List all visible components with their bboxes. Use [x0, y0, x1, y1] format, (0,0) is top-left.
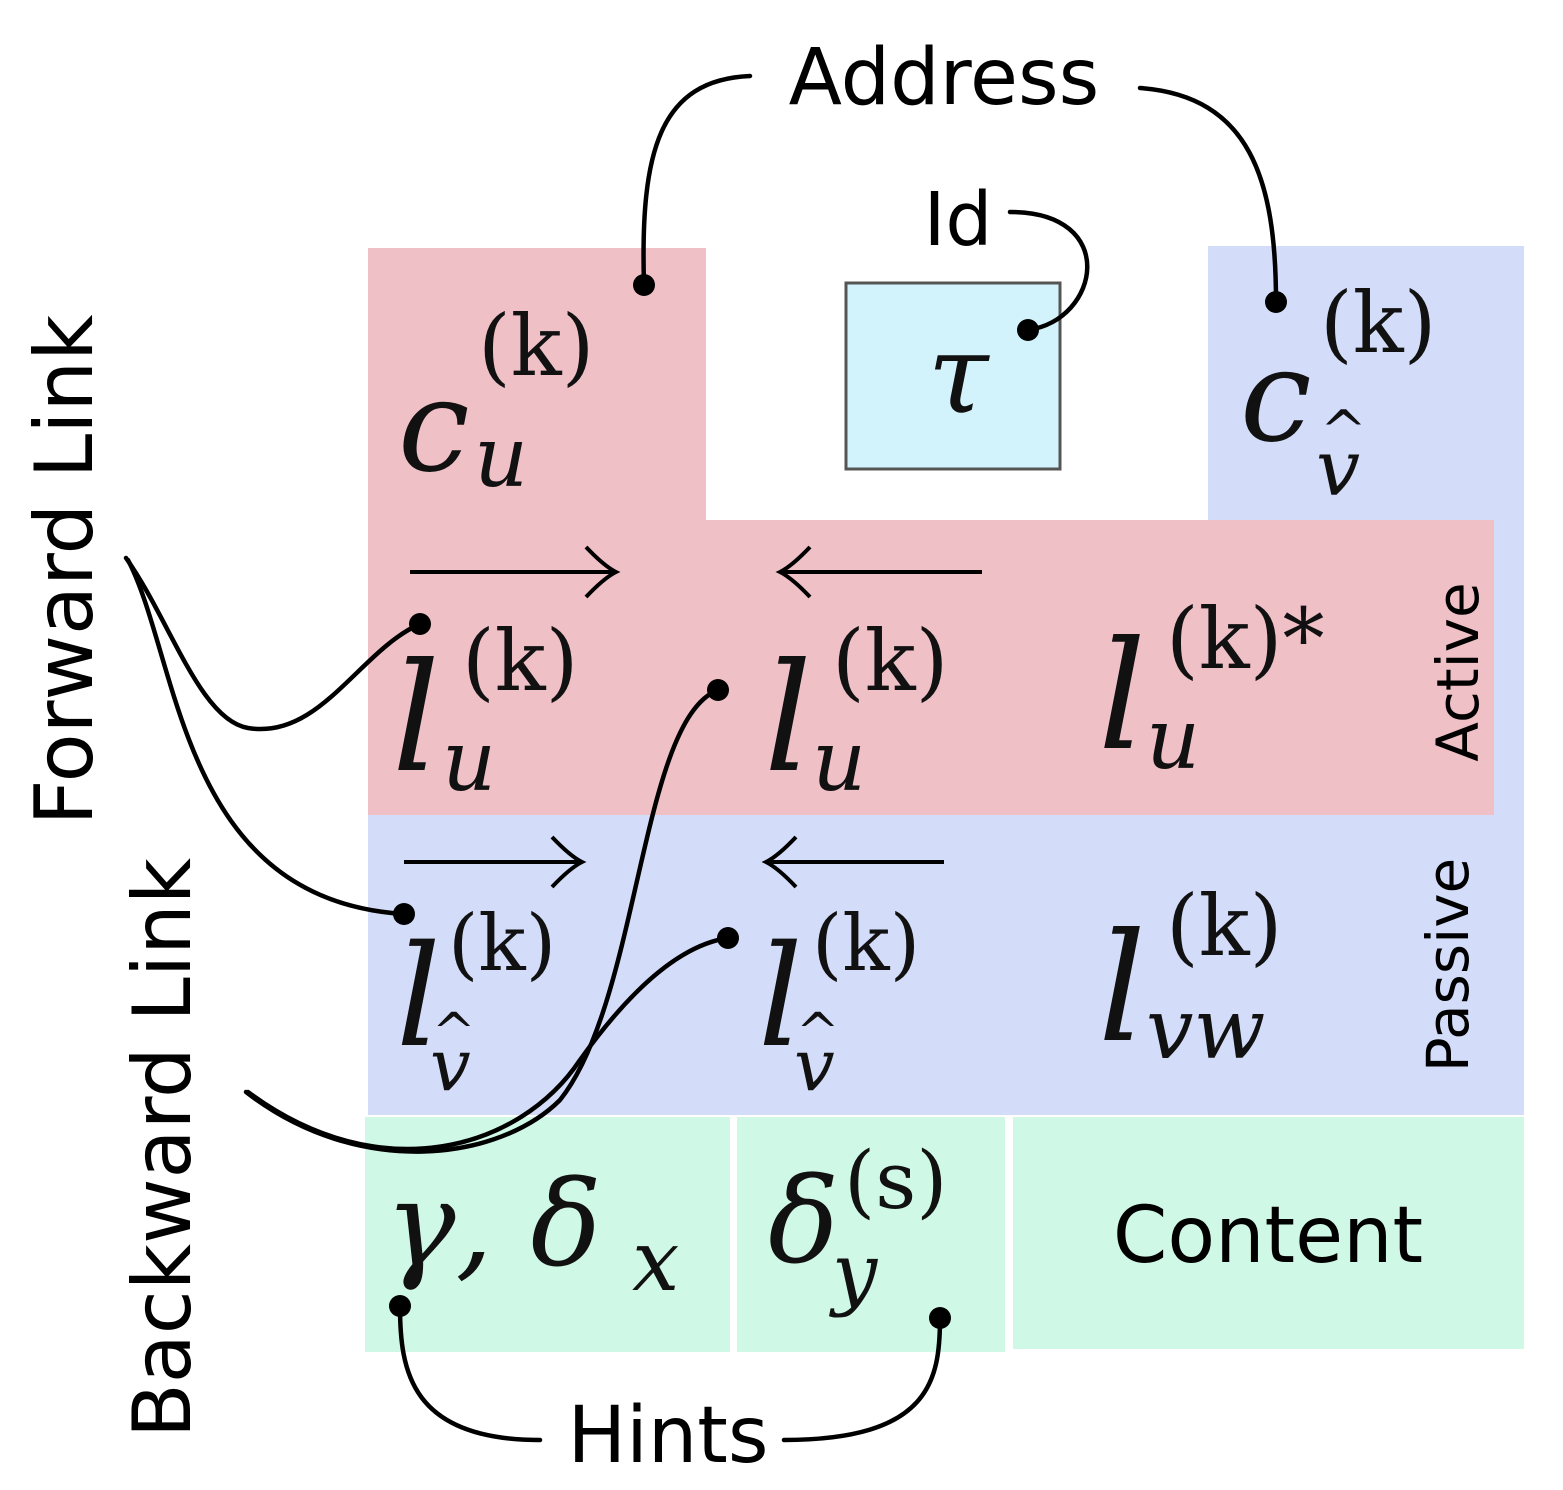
hint-gamma-delta-x-cell: γ, δ x — [385, 1155, 679, 1310]
forward-link-to-active-connector — [123, 555, 423, 732]
right-arrow-icon — [404, 835, 587, 889]
address-u-cell: c u (k) — [398, 297, 594, 506]
content-region — [1013, 1117, 1524, 1349]
address-label: Address — [789, 33, 1100, 123]
l-u-star-superscript: (k)* — [1166, 590, 1324, 688]
c-u-subscript: u — [474, 408, 528, 506]
right-arrow-icon — [410, 545, 621, 599]
backward-link-label: Backward Link — [116, 857, 209, 1438]
dot-c-v — [1265, 291, 1287, 313]
c-v-subscript: v — [1316, 424, 1360, 514]
tau-symbol: τ — [928, 310, 991, 438]
l-v-bwd-hat: ^ — [796, 1003, 840, 1063]
l-vw-subscript: vw — [1146, 980, 1265, 1078]
passive-region — [368, 815, 1524, 1115]
l-vw-base: l — [1098, 902, 1146, 1076]
dot-l-u-bwd — [707, 679, 729, 701]
id-to-tau-connector — [1007, 209, 1090, 333]
dot-delta-y — [929, 1307, 951, 1329]
hints-region-right — [737, 1117, 1005, 1352]
hints-to-delta-y-connector — [781, 1315, 943, 1443]
forward-link-to-passive-connector — [125, 557, 407, 917]
hint-delta-y-cell: δ y (s) — [768, 1134, 947, 1319]
id-box — [844, 281, 1062, 471]
l-v-bwd-base: l — [758, 916, 803, 1079]
c-v-hat: ^ — [1320, 399, 1367, 464]
l-u-star-base: l — [1098, 610, 1146, 784]
c-u-superscript: (k) — [478, 297, 594, 395]
address-to-c-v-connector — [1137, 85, 1279, 305]
gamma-delta-symbols: γ, δ — [385, 1155, 602, 1293]
l-v-fwd-subscript: v — [430, 1023, 471, 1107]
hints-label: Hints — [568, 1391, 769, 1481]
c-u-base: c — [398, 352, 470, 501]
l-u-bwd-base: l — [764, 632, 812, 806]
l-u-bwd-subscript: u — [812, 712, 866, 810]
active-backward-link-cell: l u (k) — [764, 545, 982, 810]
address-v-cell: c v ^ (k) — [1240, 274, 1436, 514]
l-vw-superscript: (k) — [1166, 877, 1282, 975]
dot-l-v-bwd — [717, 927, 739, 949]
dot-tau — [1017, 319, 1039, 341]
content-label: Content — [1113, 1191, 1423, 1281]
delta-y-superscript: (s) — [844, 1134, 947, 1227]
c-v-superscript: (k) — [1320, 274, 1436, 372]
active-region — [368, 248, 1494, 815]
hints-region-left — [365, 1117, 730, 1352]
connectors — [123, 73, 1279, 1443]
dot-c-u — [633, 274, 655, 296]
address-to-c-u-connector — [641, 73, 753, 288]
active-own-link-cell: l u (k)* — [1098, 590, 1324, 788]
l-u-fwd-subscript: u — [442, 712, 496, 810]
dot-l-u-fwd — [409, 613, 431, 635]
active-label: Active — [1424, 582, 1492, 761]
l-u-bwd-superscript: (k) — [832, 612, 948, 710]
id-label: Id — [924, 177, 993, 263]
passive-own-link-cell: l vw (k) — [1098, 877, 1282, 1078]
address-v-region — [1208, 246, 1524, 520]
l-u-star-subscript: u — [1146, 690, 1200, 788]
l-v-fwd-base: l — [396, 916, 441, 1079]
left-arrow-icon — [761, 835, 944, 889]
passive-label: Passive — [1414, 858, 1482, 1072]
dot-l-v-fwd — [393, 903, 415, 925]
c-v-base: c — [1240, 322, 1312, 471]
delta-y-base: δ — [768, 1152, 839, 1290]
passive-forward-link-cell: l v ^ (k) — [396, 835, 587, 1107]
l-v-fwd-hat: ^ — [432, 1003, 476, 1063]
l-u-fwd-superscript: (k) — [462, 612, 578, 710]
l-v-bwd-superscript: (k) — [812, 899, 920, 989]
passive-region-right-edge — [1494, 520, 1524, 815]
l-v-bwd-subscript: v — [794, 1023, 835, 1107]
backward-link-to-passive-connector — [245, 935, 731, 1152]
dot-gamma — [389, 1295, 411, 1317]
hints-to-gamma-connector — [397, 1303, 543, 1443]
forward-link-label: Forward Link — [18, 314, 111, 826]
active-forward-link-cell: l u (k) — [392, 545, 621, 810]
connector-dots — [389, 274, 1287, 1329]
l-u-fwd-base: l — [392, 632, 440, 806]
l-v-fwd-superscript: (k) — [448, 899, 556, 989]
delta-x-subscript: x — [632, 1212, 679, 1310]
left-arrow-icon — [775, 545, 982, 599]
delta-y-subscript: y — [829, 1226, 879, 1319]
passive-backward-link-cell: l v ^ (k) — [758, 835, 944, 1107]
